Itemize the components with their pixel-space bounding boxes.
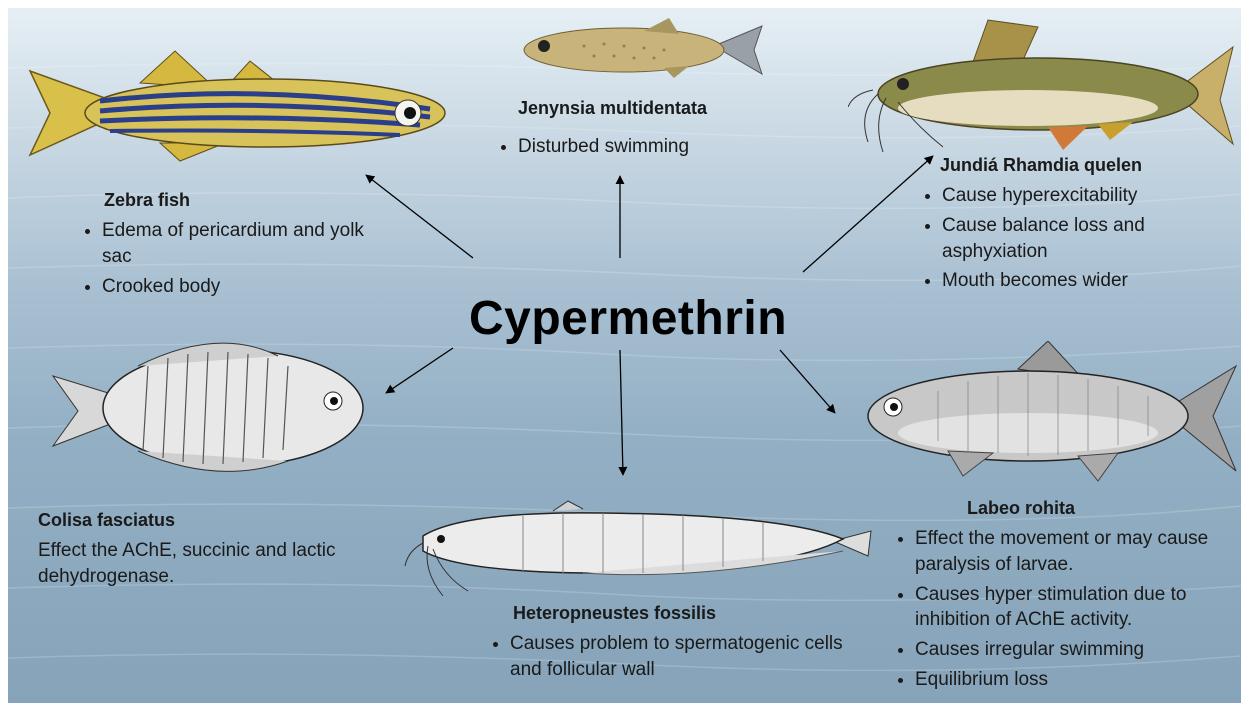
effect-item: Equilibrium loss: [915, 667, 1233, 693]
effect-item: Effect the movement or may cause paralys…: [915, 526, 1233, 577]
labeo-name: Labeo rohita: [967, 496, 1233, 520]
effect-item: Causes hyper stimulation due to inhibiti…: [915, 582, 1233, 633]
labeo-block: Labeo rohita Effect the movement or may …: [883, 496, 1233, 696]
effect-item: Edema of pericardium and yolk sac: [102, 218, 370, 269]
colisa-description: Effect the AChE, succinic and lactic deh…: [38, 538, 388, 589]
arrow-to-heteropneustes: [620, 350, 623, 475]
colisa-block: Colisa fasciatus Effect the AChE, succin…: [38, 508, 388, 590]
jundia-block: Jundiá Rhamdia quelen Cause hyperexcitab…: [910, 153, 1230, 298]
jenynsia-effects: Disturbed swimming: [486, 134, 786, 160]
heteropneustes-block: Heteropneustes fossilis Causes problem t…: [478, 601, 848, 687]
arrow-to-colisa: [386, 348, 453, 393]
zebra-fish-name: Zebra fish: [104, 188, 370, 212]
effect-item: Disturbed swimming: [518, 134, 786, 160]
jenynsia-block: Jenynsia multidentata Disturbed swimming: [486, 96, 786, 164]
colisa-name: Colisa fasciatus: [38, 508, 388, 532]
heteropneustes-name: Heteropneustes fossilis: [513, 601, 848, 625]
jundia-name: Jundiá Rhamdia quelen: [940, 153, 1230, 177]
effect-item: Causes problem to spermatogenic cells an…: [510, 631, 848, 682]
labeo-effects: Effect the movement or may cause paralys…: [883, 526, 1233, 692]
jenynsia-name: Jenynsia multidentata: [518, 96, 786, 120]
effect-item: Cause hyperexcitability: [942, 183, 1230, 209]
effect-item: Cause balance loss and asphyxiation: [942, 213, 1230, 264]
heteropneustes-effects: Causes problem to spermatogenic cells an…: [478, 631, 848, 682]
zebra-fish-effects: Edema of pericardium and yolk sac Crooke…: [70, 218, 370, 299]
effect-item: Causes irregular swimming: [915, 637, 1233, 663]
arrow-to-labeo: [780, 350, 835, 413]
jundia-effects: Cause hyperexcitability Cause balance lo…: [910, 183, 1230, 294]
effect-item: Mouth becomes wider: [942, 268, 1230, 294]
zebra-fish-block: Zebra fish Edema of pericardium and yolk…: [70, 188, 370, 303]
diagram-canvas: Cypermethrin Zebra fish Edema of pericar…: [8, 8, 1241, 703]
effect-item: Crooked body: [102, 274, 370, 300]
center-title: Cypermethrin: [463, 291, 793, 346]
arrow-to-zebra: [366, 175, 473, 258]
